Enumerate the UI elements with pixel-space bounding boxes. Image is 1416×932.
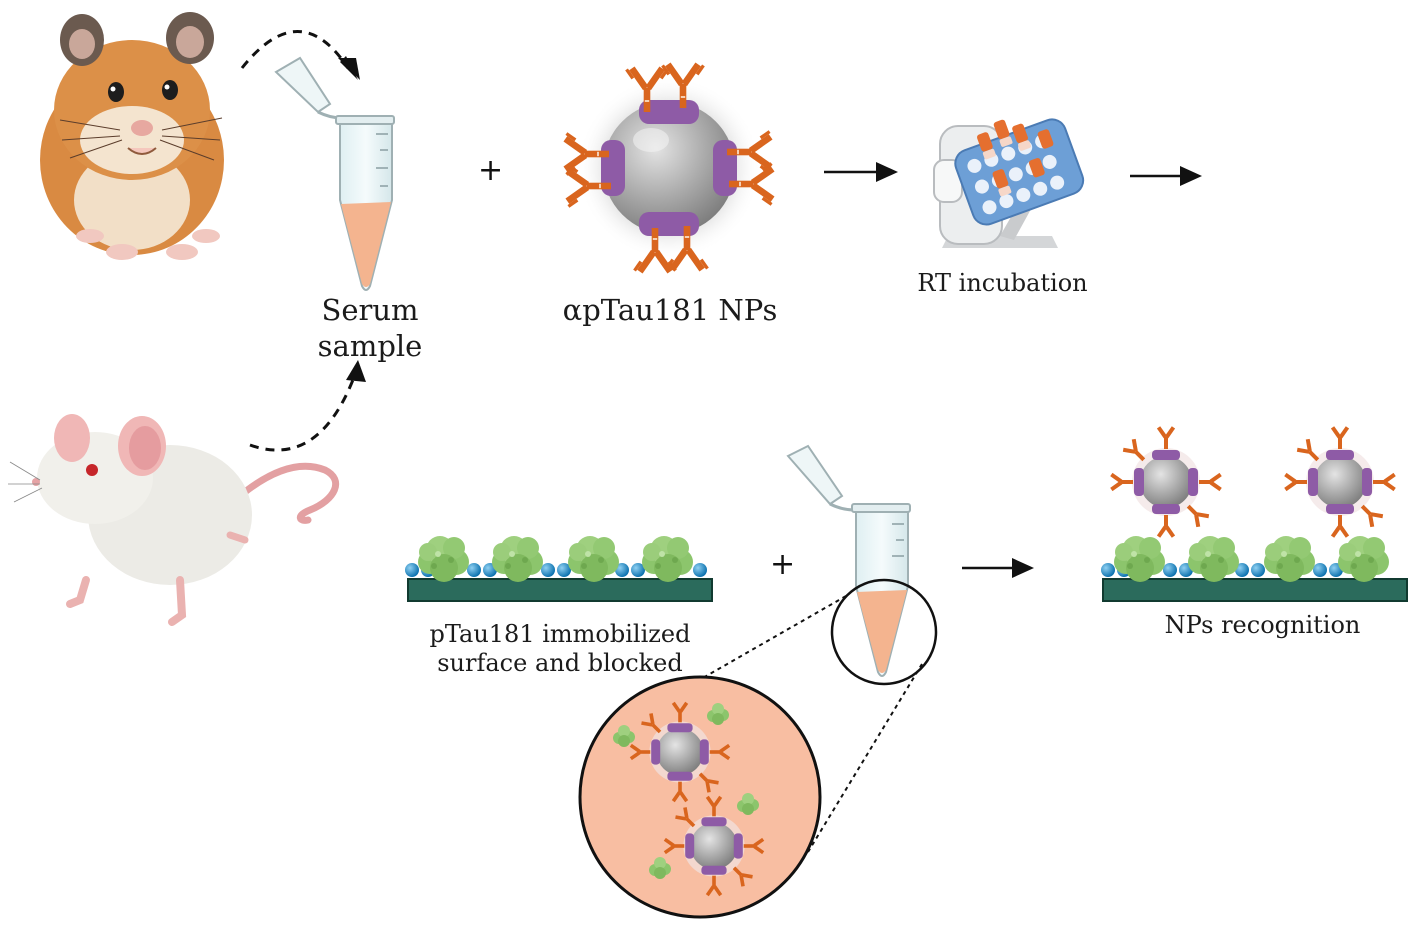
rt-incubation-label: RT incubation [917, 269, 1088, 297]
sample-tube-icon [786, 444, 938, 686]
mouse-icon [8, 414, 340, 626]
surface-label-line2: surface and blocked [437, 648, 683, 677]
dashed-arrow-hamster [240, 30, 360, 80]
nanoparticle-icon [560, 59, 778, 277]
recognition-surface-icon [1101, 426, 1408, 602]
np-label: αpTau181 NPs [562, 293, 778, 327]
hamster-icon [40, 12, 224, 260]
serum-tube-icon [274, 56, 395, 291]
sensor-surface-icon [405, 536, 713, 602]
arrow-to-incubation [824, 162, 898, 182]
rotator-icon [933, 118, 1085, 248]
arrow-to-recognition [962, 558, 1034, 578]
surface-label-line1: pTau181 immobilized [429, 620, 691, 648]
arrow-after-incubation [1130, 166, 1202, 186]
dashed-arrow-mouse [249, 360, 366, 452]
plus-sign-bottom: + [770, 547, 796, 582]
serum-label-line2: sample [317, 329, 423, 364]
serum-sample-label: Serum sample [300, 292, 440, 365]
serum-label-line1: Serum [321, 293, 419, 327]
magnified-sample-icon [578, 675, 822, 919]
recognition-label: NPs recognition [1164, 611, 1361, 639]
surface-label: pTau181 immobilized surface and blocked [400, 620, 720, 678]
plus-sign-top: + [478, 153, 504, 188]
